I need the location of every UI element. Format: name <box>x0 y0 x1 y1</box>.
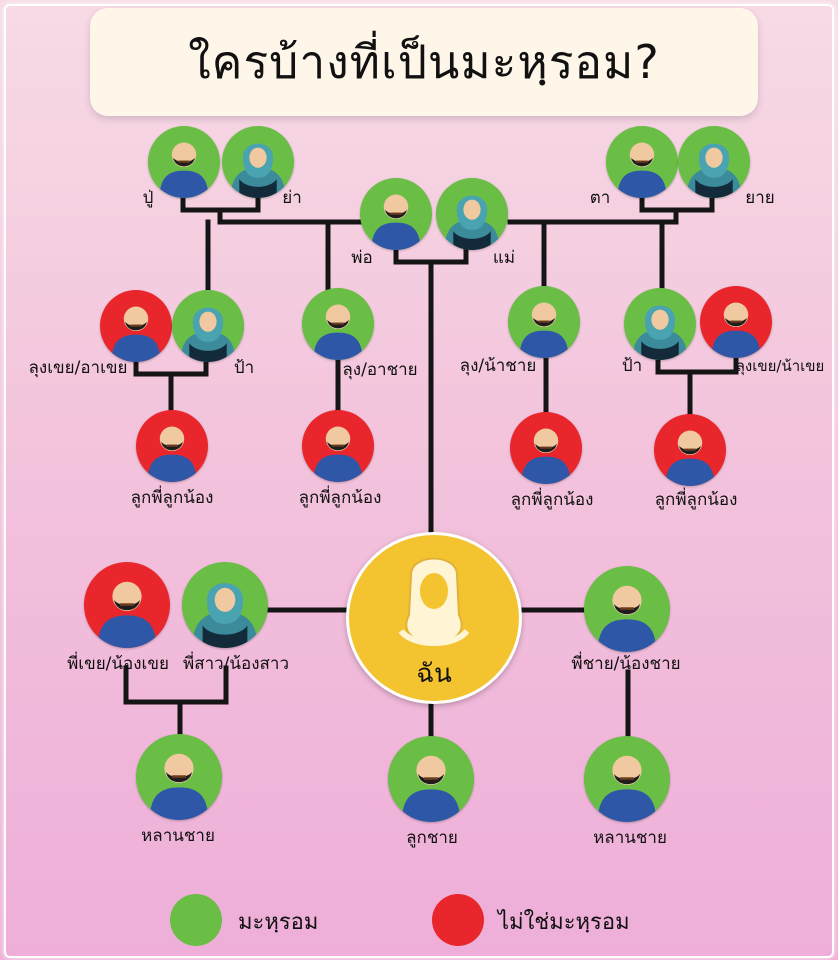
grandfather-paternal-label: ปู่ <box>142 188 154 208</box>
nephew-brother-label: หลานชาย <box>593 828 667 848</box>
legend-not-mahram-dot <box>432 894 484 946</box>
grandmother-paternal-avatar <box>222 126 294 198</box>
uncle-in-law-maternal-label: ลุงเขย/น้าเขย <box>735 357 825 375</box>
aunt-maternal-label: ป้า <box>621 356 643 376</box>
aunt-paternal-avatar <box>172 290 244 362</box>
hijab-icon <box>398 557 470 646</box>
uncle-maternal-label: ลุง/น้าชาย <box>459 356 537 376</box>
grandfather-maternal-label: ตา <box>589 188 611 208</box>
son-label: ลูกชาย <box>406 828 458 848</box>
uncle-maternal-avatar <box>508 286 580 358</box>
cousin-1-avatar <box>136 410 208 482</box>
grandmother-paternal-label: ย่า <box>282 188 302 208</box>
cousin-3-label: ลูกพี่ลูกน้อง <box>510 490 594 510</box>
aunt-maternal-avatar <box>624 288 696 360</box>
uncle-paternal-avatar <box>302 288 374 360</box>
aunt-paternal-label: ป้า <box>233 358 255 378</box>
mother-avatar <box>436 178 508 250</box>
cousin-4-label: ลูกพี่ลูกน้อง <box>654 490 738 510</box>
nephew-sister-avatar <box>136 734 222 820</box>
grandfather-paternal-avatar <box>148 126 220 198</box>
cousin-1-label: ลูกพี่ลูกน้อง <box>130 488 214 508</box>
brother-in-law-label: พี่เขย/น้องเขย <box>67 654 169 674</box>
legend-mahram-label: มะหฺรอม <box>238 910 319 935</box>
legend-mahram-dot <box>170 894 222 946</box>
brother-avatar <box>584 566 670 652</box>
nephew-brother-avatar <box>584 736 670 822</box>
uncle-in-law-paternal-label: ลุงเขย/อาเขย <box>28 358 128 378</box>
father-avatar <box>360 178 432 250</box>
uncle-paternal-label: ลุง/อาชาย <box>342 360 418 380</box>
mother-label: แม่ <box>492 248 516 268</box>
uncle-in-law-maternal-avatar <box>700 286 772 358</box>
diagram-title: ใครบ้างที่เป็นมะหฺรอม? <box>188 34 660 89</box>
title-banner: ใครบ้างที่เป็นมะหฺรอม? <box>90 8 758 116</box>
me-label: ฉัน <box>416 659 452 689</box>
legend-not-mahram-label: ไม่ใช่มะหฺรอม <box>498 910 630 935</box>
grandmother-maternal-avatar <box>678 126 750 198</box>
sister-label: พี่สาว/น้องสาว <box>182 654 290 674</box>
son-avatar <box>388 736 474 822</box>
grandmother-maternal-label: ยาย <box>745 188 775 208</box>
father-label: พ่อ <box>351 248 373 268</box>
grandfather-maternal-avatar <box>606 126 678 198</box>
nephew-sister-label: หลานชาย <box>141 826 215 846</box>
cousin-3-avatar <box>510 412 582 484</box>
cousin-2-label: ลูกพี่ลูกน้อง <box>298 488 382 508</box>
me-node: ฉัน <box>346 532 522 704</box>
brother-label: พี่ชาย/น้องชาย <box>571 654 681 674</box>
brother-in-law-avatar <box>84 562 170 648</box>
sister-avatar <box>182 562 268 648</box>
cousin-2-avatar <box>302 410 374 482</box>
cousin-4-avatar <box>654 414 726 486</box>
uncle-in-law-paternal-avatar <box>100 290 172 362</box>
